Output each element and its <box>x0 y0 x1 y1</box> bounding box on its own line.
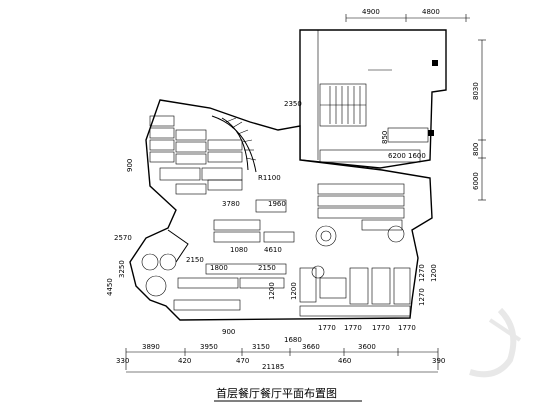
dim-3780: 3780 <box>222 200 240 208</box>
bottom-small-1: 330 <box>116 357 129 365</box>
bottom-small-4: 460 <box>338 357 351 365</box>
stair-treads <box>320 86 366 124</box>
dim-1960: 1960 <box>268 200 286 208</box>
curved-stair <box>211 115 257 173</box>
dim-1270: 1270 <box>418 264 426 282</box>
right-dim-1: 8030 <box>472 82 480 100</box>
bottom-dim-2: 3950 <box>200 343 218 351</box>
bottom-small-3: 470 <box>236 357 249 365</box>
dim-4610: 4610 <box>264 246 282 254</box>
dim-2150-a: 2150 <box>186 256 204 264</box>
bottom-dim-5: 3600 <box>358 343 376 351</box>
dim-6200: 6200 <box>388 152 406 160</box>
central-tables <box>141 199 295 311</box>
building-outline <box>129 99 433 321</box>
bottom-small-5: 390 <box>432 357 445 365</box>
dim-1680: 1680 <box>284 336 302 344</box>
booth-seating-left <box>149 115 243 195</box>
top-dimension: 4900 4800 <box>345 8 470 22</box>
dim-1200-a: 1200 <box>268 282 276 300</box>
dim-1770-d: 1770 <box>398 324 416 332</box>
right-dim-3: 6000 <box>472 172 480 190</box>
top-dim-1: 4900 <box>362 8 380 16</box>
dim-900: 900 <box>126 159 134 172</box>
dim-2570: 2570 <box>114 234 132 242</box>
top-dim-2: 4800 <box>422 8 440 16</box>
dim-1770-a: 1770 <box>318 324 336 332</box>
dim-1270-b: 1270 <box>418 288 426 306</box>
bottom-dim-3: 3150 <box>252 343 270 351</box>
dim-1770-c: 1770 <box>372 324 390 332</box>
bottom-small-2: 420 <box>178 357 191 365</box>
watermark-logo <box>469 307 522 378</box>
dim-3250: 3250 <box>118 260 126 278</box>
dim-1200-c: 1200 <box>430 264 438 282</box>
lower-right-tables <box>299 265 411 317</box>
drawing-title-group: 首层餐厅餐厅平面布置图 <box>214 386 362 402</box>
dim-1080: 1080 <box>230 246 248 254</box>
bottom-dimension: 3890 3950 3150 3660 3600 330 420 470 460… <box>116 343 445 373</box>
dim-1200-b: 1200 <box>290 282 298 300</box>
bar-area-right <box>315 127 429 247</box>
dim-1800: 1800 <box>210 264 228 272</box>
internal-dimensions: 2350 850 6200 1600 R1100 900 1960 3780 2… <box>106 100 438 344</box>
dim-4450: 4450 <box>106 278 114 296</box>
dim-850: 850 <box>381 131 389 144</box>
dim-2350: 2350 <box>284 100 302 108</box>
total-dimension: 21185 <box>262 363 284 371</box>
dim-1770-b: 1770 <box>344 324 362 332</box>
bottom-dim-4: 3660 <box>302 343 320 351</box>
dim-2150-b: 2150 <box>258 264 276 272</box>
right-dimension: 8030 800 6000 <box>472 39 486 201</box>
right-dim-2: 800 <box>472 143 480 156</box>
dim-1600: 1600 <box>408 152 426 160</box>
upper-block <box>299 29 447 169</box>
drawing-title: 首层餐厅餐厅平面布置图 <box>216 386 337 400</box>
bottom-dim-1: 3890 <box>142 343 160 351</box>
radius-label: R1100 <box>258 174 281 182</box>
dim-900-b: 900 <box>222 328 235 336</box>
